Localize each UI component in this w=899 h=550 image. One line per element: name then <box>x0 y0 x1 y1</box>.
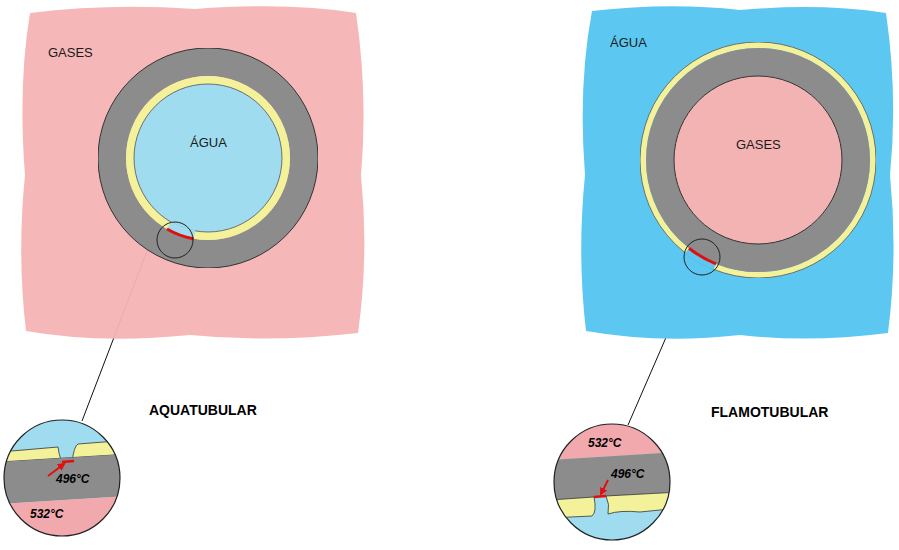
temperature: 496°C <box>56 472 90 486</box>
fire-tube-outline <box>640 42 876 278</box>
temperature: 496°C <box>611 467 645 481</box>
water-tube-outline <box>98 48 318 268</box>
inset-outline <box>554 424 670 540</box>
temperature: 532°C <box>30 507 64 521</box>
region-label: GASES <box>48 45 93 60</box>
inset-outline <box>4 420 120 536</box>
water-tube: ÁGUA <box>98 48 318 268</box>
water-region: ÁGUA GASES <box>580 5 895 340</box>
region-label: ÁGUA <box>190 135 227 150</box>
boiler-type: AQUATUBULAR <box>149 402 257 418</box>
inset-detail <box>550 420 680 550</box>
region-label: GASES <box>736 137 781 152</box>
region-label: ÁGUA <box>610 35 647 50</box>
inset-detail <box>0 410 130 550</box>
gas-region: GASES ÁGUA <box>20 5 365 340</box>
fire-tube: GASES <box>640 42 876 278</box>
boiler-type: FLAMOTUBULAR <box>711 404 828 420</box>
temperature: 532°C <box>588 436 622 450</box>
